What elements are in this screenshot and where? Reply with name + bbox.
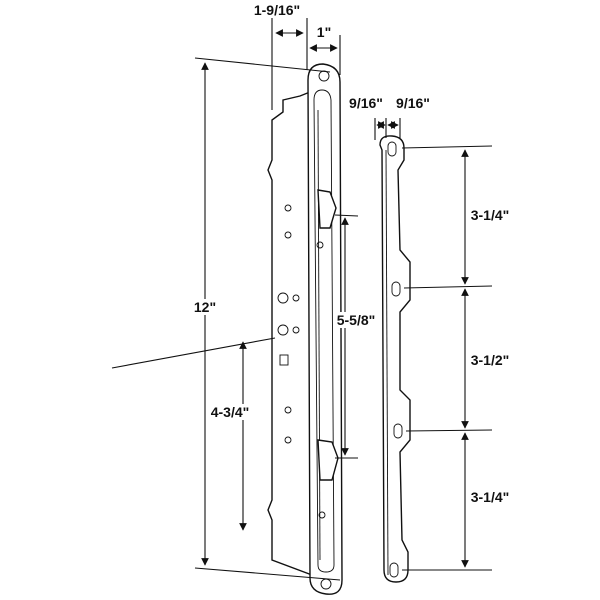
- lower-hook-label: 4-3/4": [209, 404, 251, 420]
- keeper-middle-spacing-label: 3-1/2": [469, 352, 511, 368]
- overall-length-label: 12": [192, 299, 218, 315]
- faceplate-width-label: 1": [315, 24, 333, 40]
- keeper-top-spacing-label: 3-1/4": [469, 207, 511, 223]
- mortise-backplate: [267, 90, 313, 577]
- keeper-offset-2-label: 9/16": [395, 95, 431, 111]
- lock-faceplate: [307, 63, 343, 595]
- keeper-bottom-spacing-label: 3-1/4": [469, 489, 511, 505]
- backplate-width-label: 1-9/16": [252, 2, 302, 18]
- keeper-offset-1-label: 9/16": [348, 95, 384, 111]
- keeper-strip: [379, 135, 411, 583]
- extension-lines: [111, 18, 493, 581]
- hook-spacing-label: 5-5/8": [335, 312, 377, 328]
